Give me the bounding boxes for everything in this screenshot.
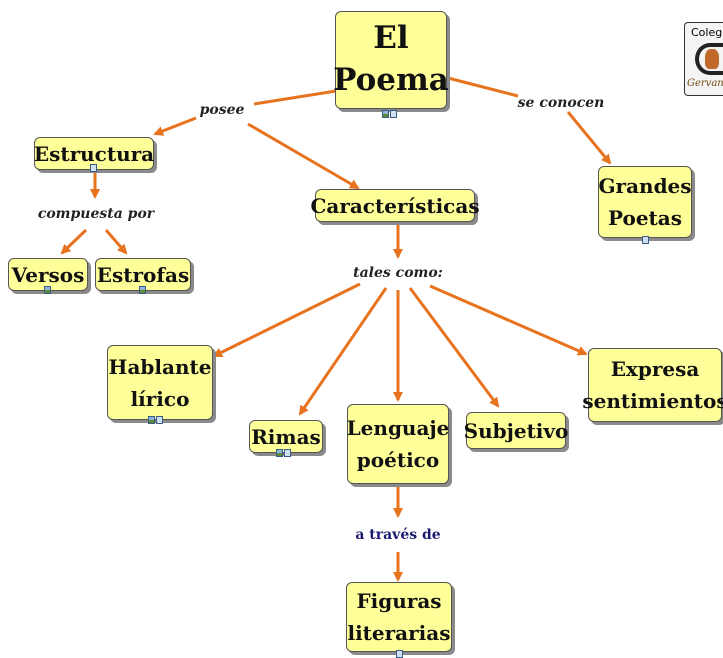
node-hablante-lirico[interactable]: Hablante lírico	[107, 345, 213, 420]
node-el-poema-label: El Poema	[333, 20, 449, 98]
arrow-tales-hablante	[212, 282, 361, 358]
node-estrofas-attachments[interactable]	[139, 286, 146, 294]
school-logo: Colegio Gervantes	[684, 22, 723, 96]
node-hablante-lirico-attachments[interactable]	[148, 416, 163, 424]
arrow-posee-caracteristicas	[247, 122, 360, 190]
node-rimas-attachments[interactable]	[276, 449, 291, 457]
node-grandes-poetas-label: Grandes Poetas	[598, 174, 692, 230]
node-rimas[interactable]: Rimas	[249, 420, 323, 453]
line-poema-posee	[253, 89, 337, 106]
doc-icon[interactable]	[396, 650, 403, 658]
arrow-tales-subjetivo	[408, 287, 500, 408]
arrow-tales-expresa	[429, 284, 588, 356]
image-doc-icon[interactable]	[276, 449, 283, 457]
doc-icon[interactable]	[390, 110, 397, 118]
node-el-poema-attachments[interactable]	[382, 110, 397, 118]
logo-bottom-text: Gervantes	[687, 78, 723, 89]
image-icon[interactable]	[139, 286, 146, 294]
node-subjetivo-label: Subjetivo	[463, 418, 569, 443]
logo-top-text: Colegio	[691, 26, 723, 39]
node-figuras-literarias-attachments[interactable]	[396, 650, 403, 658]
node-expresa-sentimientos[interactable]: Expresa sentimientos	[582, 348, 723, 422]
node-versos-label: Versos	[11, 262, 85, 287]
doc-icon[interactable]	[90, 164, 97, 172]
arrow-posee-estructura	[153, 116, 197, 136]
node-subjetivo[interactable]: Subjetivo	[463, 412, 569, 449]
image-icon[interactable]	[44, 286, 51, 294]
link-label-posee: posee	[199, 102, 245, 118]
node-estructura[interactable]: Estructura	[34, 137, 154, 170]
node-grandes-poetas[interactable]: Grandes Poetas	[598, 166, 692, 238]
node-versos-attachments[interactable]	[44, 286, 51, 294]
arrow-seconocen-poetas	[566, 111, 612, 165]
node-grandes-poetas-attachments[interactable]	[642, 236, 649, 244]
node-expresa-sentimientos-label: Expresa sentimientos	[582, 357, 723, 413]
node-lenguaje-poetico[interactable]: Lenguaje poético	[347, 404, 449, 484]
link-label-se-conocen: se conocen	[517, 95, 605, 111]
node-estructura-label: Estructura	[33, 141, 155, 166]
link-label-compuesta-por: compuesta por	[37, 206, 155, 222]
doc-icon[interactable]	[284, 449, 291, 457]
arrow-compuesta-versos	[60, 228, 88, 255]
image-doc-icon[interactable]	[382, 110, 389, 118]
node-lenguaje-poetico-label: Lenguaje poético	[346, 416, 450, 472]
logo-emblem-icon	[705, 49, 719, 69]
node-rimas-label: Rimas	[251, 424, 321, 449]
node-figuras-literarias[interactable]: Figuras literarias	[346, 582, 452, 652]
logo-mark-icon	[695, 43, 723, 75]
doc-icon[interactable]	[156, 416, 163, 424]
node-caracteristicas[interactable]: Características	[310, 189, 480, 222]
doc-icon[interactable]	[642, 236, 649, 244]
node-caracteristicas-label: Características	[310, 193, 480, 218]
node-hablante-lirico-label: Hablante lírico	[108, 354, 212, 411]
node-estrofas-label: Estrofas	[96, 262, 190, 287]
node-figuras-literarias-label: Figuras literarias	[347, 589, 451, 645]
node-versos[interactable]: Versos	[8, 258, 88, 291]
arrow-tales-rimas	[298, 287, 388, 416]
node-el-poema[interactable]: El Poema	[333, 11, 449, 109]
node-estructura-attachments[interactable]	[90, 164, 97, 172]
arrow-compuesta-estrofas	[104, 229, 128, 255]
image-doc-icon[interactable]	[148, 416, 155, 424]
node-estrofas[interactable]: Estrofas	[95, 258, 191, 291]
link-label-a-traves-de: a través de	[355, 527, 441, 543]
link-label-tales-como: tales como:	[353, 265, 443, 281]
line-poema-seconocen	[447, 76, 519, 98]
